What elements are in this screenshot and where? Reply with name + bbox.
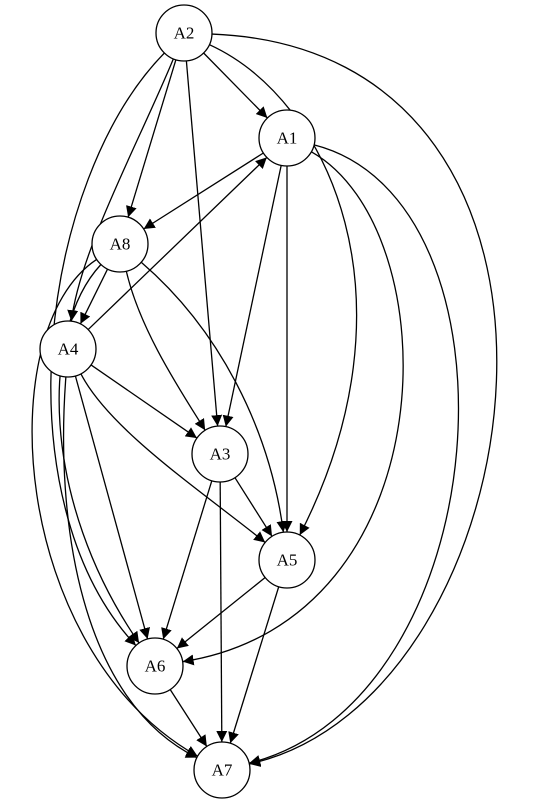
edge-a4-to-a1 xyxy=(87,156,268,331)
node-a5: A5 xyxy=(258,531,316,589)
edge-a1-to-a8 xyxy=(143,152,264,230)
node-a2: A2 xyxy=(155,4,213,62)
node-a4: A4 xyxy=(39,320,97,378)
node-label: A1 xyxy=(277,129,298,148)
node-circle xyxy=(191,425,249,483)
edge-a4-to-a7 xyxy=(62,376,198,759)
node-circle xyxy=(258,531,316,589)
edge-a3-to-a6 xyxy=(161,480,213,640)
node-label: A6 xyxy=(145,657,166,676)
edge-a2-to-a5 xyxy=(209,44,358,536)
node-circle xyxy=(91,215,149,273)
edge-a1-to-a6 xyxy=(182,151,404,666)
node-circle xyxy=(126,637,184,695)
node-label: A4 xyxy=(58,340,79,359)
edge-a3-to-a7 xyxy=(216,481,228,743)
edge-a3-to-a5 xyxy=(234,477,273,537)
node-circle xyxy=(155,4,213,62)
edge-a4-to-a6 xyxy=(74,375,150,640)
node-label: A2 xyxy=(174,24,195,43)
node-label: A8 xyxy=(110,235,131,254)
edge-a4-to-a3 xyxy=(90,364,198,439)
node-label: A7 xyxy=(212,761,233,780)
node-a7: A7 xyxy=(193,741,251,799)
edge-a2-to-a7 xyxy=(211,33,498,767)
edge-a8-to-a3 xyxy=(125,271,206,431)
edges-layer xyxy=(31,33,498,767)
edge-a8-to-a7 xyxy=(31,258,198,757)
edge-a8-to-a5 xyxy=(140,261,288,533)
edge-a2-to-a4 xyxy=(67,58,174,322)
edge-a6-to-a7 xyxy=(169,689,208,747)
node-a3: A3 xyxy=(191,425,249,483)
edge-a4-to-a5 xyxy=(80,373,266,543)
edge-a5-to-a6 xyxy=(176,577,266,649)
edge-a2-to-a3 xyxy=(185,60,223,427)
node-label: A5 xyxy=(277,551,298,570)
node-circle xyxy=(193,741,251,799)
edge-a1-to-a3 xyxy=(222,165,282,427)
node-a1: A1 xyxy=(258,109,316,167)
node-circle xyxy=(258,109,316,167)
edge-a1-to-a7 xyxy=(248,144,460,766)
node-circle xyxy=(39,320,97,378)
edge-a8-to-a4 xyxy=(79,268,109,325)
edge-a2-to-a1 xyxy=(203,52,268,119)
node-label: A3 xyxy=(210,445,231,464)
edge-a2-to-a8 xyxy=(126,59,177,218)
node-a6: A6 xyxy=(126,637,184,695)
edge-a5-to-a7 xyxy=(228,586,280,744)
node-a8: A8 xyxy=(91,215,149,273)
edge-a8-to-a6 xyxy=(58,264,140,644)
